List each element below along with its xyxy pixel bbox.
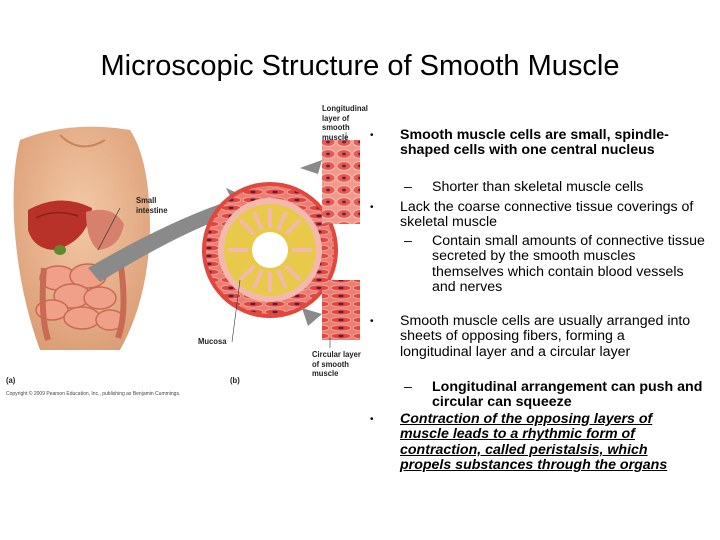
small-intestine-label: Small intestine (136, 195, 168, 215)
anatomy-illustration (13, 126, 360, 351)
sub-bullet-text: Longitudinal arrangement can push and ci… (432, 379, 703, 411)
dash-glyph: – (404, 233, 412, 249)
bullet-text: Smooth muscle cells are small, spindle-s… (400, 127, 669, 159)
bullet-text: Contraction of the opposing layers of mu… (400, 411, 668, 474)
panel-a-label: (a) (6, 375, 16, 385)
copyright-note: Copyright © 2009 Pearson Education, Inc.… (6, 391, 181, 397)
bullet-text: Lack the coarse connective tissue coveri… (400, 199, 694, 231)
sub-bullet-text: Shorter than skeletal muscle cells (432, 179, 644, 195)
bullet-text: Smooth muscle cells are usually arranged… (400, 313, 691, 360)
longitudinal-layer-label: Longitudinal layer of smooth muscle (322, 103, 368, 142)
dash-glyph: – (404, 179, 412, 195)
dash-glyph: – (404, 379, 412, 395)
longitudinal-tissue-block (322, 140, 360, 224)
slide-title: Microscopic Structure of Smooth Muscle (100, 50, 620, 82)
bullet-glyph: • (370, 414, 374, 425)
mucosa-label: Mucosa (198, 336, 227, 346)
torso-drawing (13, 126, 150, 351)
sub-bullet-text: Contain small amounts of connective tiss… (432, 233, 705, 296)
bullet-glyph: • (370, 316, 374, 327)
smooth-muscle-figure: Longitudinal layer of smooth muscle Smal… (0, 100, 368, 400)
intestine-cross-section (202, 182, 338, 318)
circular-layer-label: Circular layer of smooth muscle (312, 349, 361, 378)
bullet-glyph: • (370, 130, 374, 141)
panel-b-label: (b) (230, 375, 240, 385)
circular-tissue-block (322, 280, 360, 340)
bullet-glyph: • (370, 202, 374, 213)
